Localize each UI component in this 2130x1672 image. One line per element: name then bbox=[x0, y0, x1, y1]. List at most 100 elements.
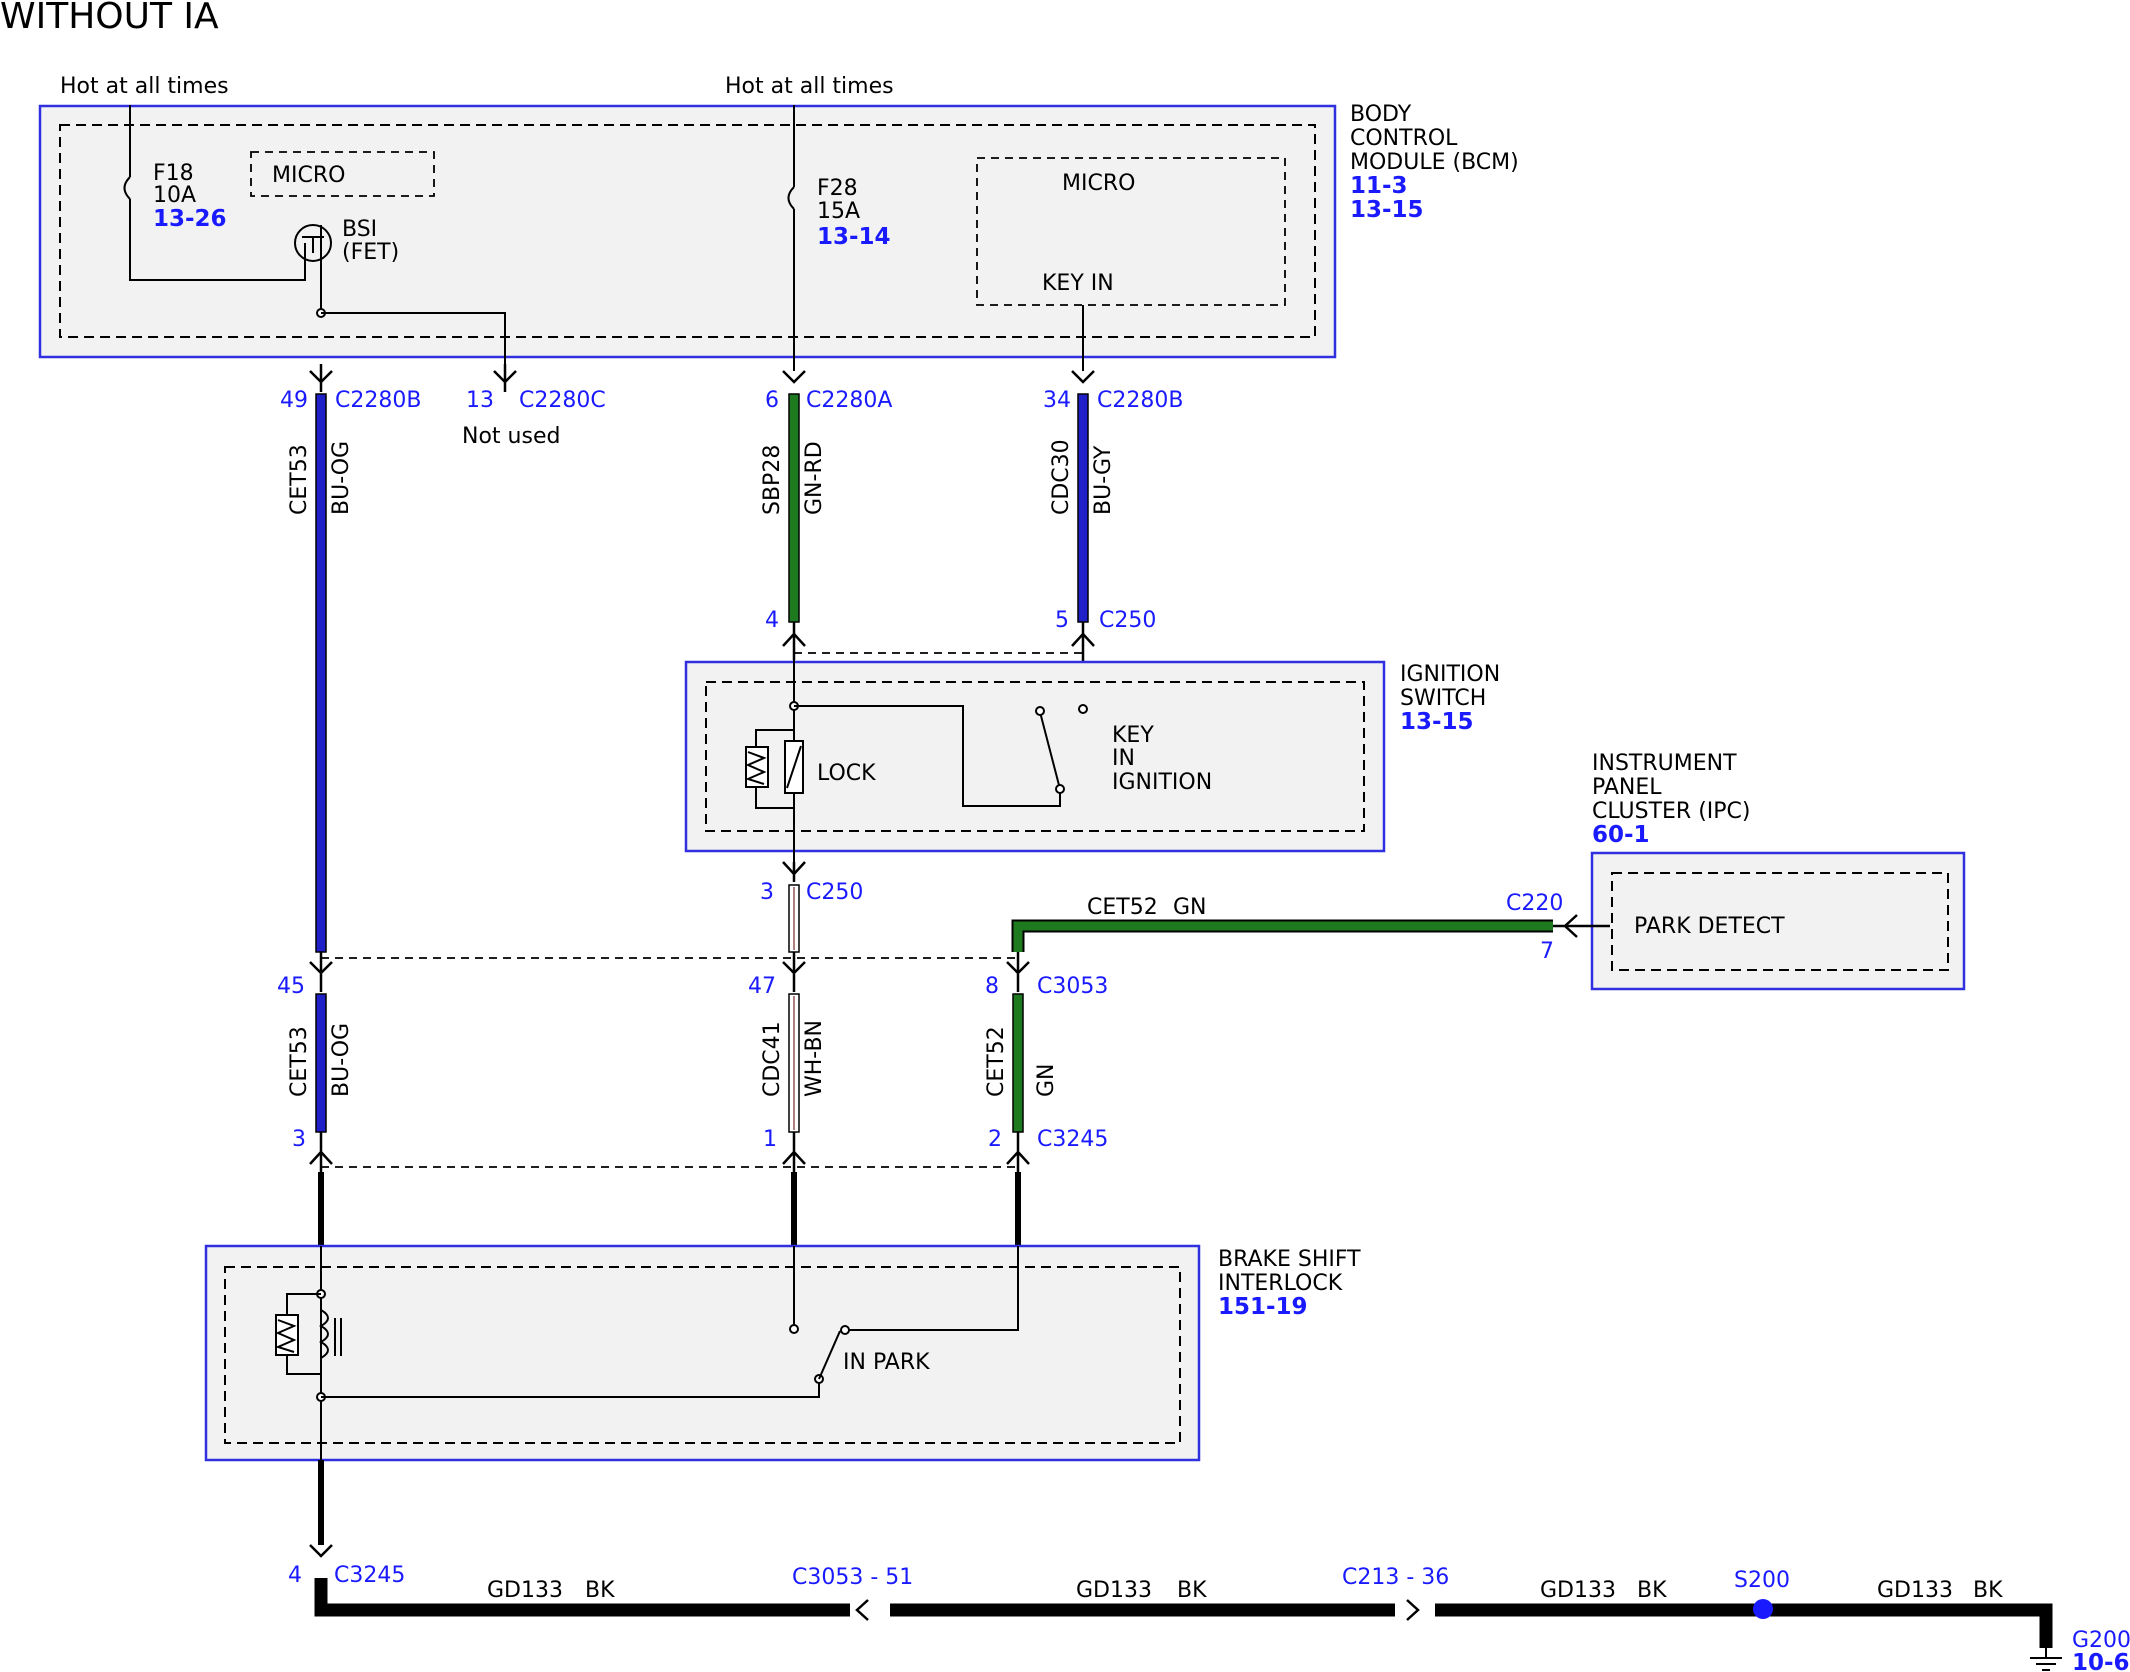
wire-cet52-lower bbox=[1012, 993, 1024, 1133]
bcm-name-1: BODY bbox=[1350, 102, 1412, 127]
wire-cdc41-upper bbox=[788, 884, 800, 953]
mid-conn-8: C3053 bbox=[1037, 974, 1108, 999]
hot-label-left: Hot at all times bbox=[60, 74, 229, 99]
ign-pin-3: 3 bbox=[760, 880, 774, 905]
inline-conn-c213: C213 - 36 bbox=[1342, 1565, 1449, 1590]
hot-label-center: Hot at all times bbox=[725, 74, 894, 99]
gd133-circuit-1: GD133 bbox=[487, 1578, 563, 1603]
wire-cet53-upper bbox=[315, 393, 327, 953]
wire-circuit-cet53-lower: CET53 bbox=[287, 1026, 312, 1097]
bcm-conn-6: C2280A bbox=[806, 388, 892, 413]
splice-s200-dot bbox=[1753, 1599, 1773, 1619]
bcm-conn-49: C2280B bbox=[335, 388, 421, 413]
bsi-label: BSI bbox=[342, 217, 377, 242]
gd133-color-2: BK bbox=[1177, 1578, 1207, 1603]
bcm-micro-right: MICRO bbox=[1062, 171, 1135, 196]
in-park-label: IN PARK bbox=[843, 1350, 930, 1375]
key-switch-contact-lower bbox=[1055, 784, 1065, 794]
bcm-pin-34: 34 bbox=[1043, 388, 1071, 413]
f28-amp: 15A bbox=[817, 199, 860, 224]
wire-circuit-cet53-upper: CET53 bbox=[287, 444, 312, 515]
bcm-name-2: CONTROL bbox=[1350, 126, 1458, 151]
ign-pin-4: 4 bbox=[765, 608, 779, 633]
bcm-ref-1: 11-3 bbox=[1350, 173, 1408, 199]
bsi-fet-label: (FET) bbox=[342, 240, 399, 265]
ign-name-2: SWITCH bbox=[1400, 686, 1486, 711]
splice-s200-label: S200 bbox=[1734, 1568, 1790, 1593]
wire-color-cet52-lower: GN bbox=[1034, 1063, 1059, 1097]
ground-pin-4: 4 bbox=[288, 1563, 302, 1588]
bcm-module: MICRO MICRO KEY IN F18 10A 13-26 BSI (FE… bbox=[38, 104, 1337, 371]
ign-key-label-1: KEY bbox=[1112, 723, 1154, 748]
wire-color-cet53-lower: BU-OG bbox=[329, 1023, 354, 1097]
bcm-pin-49: 49 bbox=[280, 388, 308, 413]
wire-circuit-cdc30: CDC30 bbox=[1049, 439, 1074, 515]
ign-key-label-3: IGNITION bbox=[1112, 770, 1212, 795]
gd133-circuit-2: GD133 bbox=[1076, 1578, 1152, 1603]
ground-wire bbox=[309, 1460, 2062, 1671]
f18-amp: 10A bbox=[153, 183, 196, 208]
bsi-ref: 151-19 bbox=[1218, 1294, 1308, 1320]
f18-name: F18 bbox=[153, 161, 194, 186]
bcm-conn-13: C2280C bbox=[519, 388, 606, 413]
ign-pin-5: 5 bbox=[1055, 608, 1069, 633]
ground-g200-label: G200 bbox=[2072, 1628, 2130, 1653]
ign-key-label-2: IN bbox=[1112, 746, 1135, 771]
ign-conn-5: C250 bbox=[1099, 608, 1156, 633]
bcm-pin-13: 13 bbox=[466, 388, 494, 413]
mid-pin-8: 8 bbox=[985, 974, 999, 999]
bcm-ref-2: 13-15 bbox=[1350, 197, 1424, 223]
wire-circuit-cdc41: CDC41 bbox=[760, 1021, 785, 1097]
diagram-title: WITHOUT IA bbox=[0, 0, 219, 37]
wire-circuit-cet52-lower: CET52 bbox=[984, 1026, 1009, 1097]
in-park-contact-c bbox=[840, 1325, 850, 1335]
connector-arrows-ign-bottom bbox=[782, 861, 806, 882]
ign-lock-label: LOCK bbox=[817, 761, 876, 786]
connector-arrows-bcm bbox=[309, 364, 1095, 392]
ipc-name-2: PANEL bbox=[1592, 775, 1662, 800]
gd133-circuit-4: GD133 bbox=[1877, 1578, 1953, 1603]
ipc-connector-arrow bbox=[1553, 914, 1610, 938]
bcm-conn-34: C2280B bbox=[1097, 388, 1183, 413]
ipc-name-1: INSTRUMENT bbox=[1592, 751, 1737, 776]
connector-arrows-mid bbox=[309, 952, 1030, 992]
mid-pin-45: 45 bbox=[277, 974, 305, 999]
f28-name: F28 bbox=[817, 176, 858, 201]
low-conn-2: C3245 bbox=[1037, 1127, 1108, 1152]
bcm-micro-left: MICRO bbox=[272, 163, 345, 188]
ipc-module: PARK DETECT bbox=[1590, 851, 1966, 991]
bsi-name-2: INTERLOCK bbox=[1218, 1271, 1343, 1296]
cet52-color-top: GN bbox=[1173, 895, 1207, 920]
connector-arrows-low bbox=[309, 1132, 1030, 1172]
wire-cdc30 bbox=[1077, 393, 1089, 623]
ipc-name-3: CLUSTER (IPC) bbox=[1592, 799, 1751, 824]
bsi-name-1: BRAKE SHIFT bbox=[1218, 1247, 1361, 1272]
ign-name-1: IGNITION bbox=[1400, 662, 1500, 687]
gd133-color-4: BK bbox=[1973, 1578, 2003, 1603]
ignition-switch-module: LOCK KEY IN IGNITION bbox=[684, 660, 1386, 862]
mid-pin-47: 47 bbox=[748, 974, 776, 999]
wire-color-cdc30: BU-GY bbox=[1091, 445, 1116, 515]
wire-color-cdc41: WH-BN bbox=[802, 1020, 827, 1097]
gd133-circuit-3: GD133 bbox=[1540, 1578, 1616, 1603]
wire-circuit-sbp28: SBP28 bbox=[760, 445, 785, 515]
ign-conn-3: C250 bbox=[806, 880, 863, 905]
cet52-circuit-top: CET52 bbox=[1087, 895, 1158, 920]
gd133-color-3: BK bbox=[1637, 1578, 1667, 1603]
wire-color-cet53-upper: BU-OG bbox=[329, 441, 354, 515]
f18-ref: 13-26 bbox=[153, 206, 227, 232]
wire-sbp28 bbox=[788, 393, 800, 623]
key-in-contact bbox=[1078, 704, 1088, 714]
low-pin-2: 2 bbox=[988, 1127, 1002, 1152]
ipc-conn: C220 bbox=[1506, 891, 1563, 916]
not-used-label: Not used bbox=[462, 424, 560, 449]
low-pin-1: 1 bbox=[763, 1127, 777, 1152]
ipc-park-detect: PARK DETECT bbox=[1634, 914, 1785, 939]
inline-conn-c3053: C3053 - 51 bbox=[792, 1565, 913, 1590]
brake-shift-interlock-module: IN PARK bbox=[204, 1244, 1201, 1464]
bcm-pin-6: 6 bbox=[765, 388, 779, 413]
ipc-ref: 60-1 bbox=[1592, 822, 1650, 848]
f28-ref: 13-14 bbox=[817, 224, 891, 250]
black-wire-stubs bbox=[318, 1172, 1021, 1246]
